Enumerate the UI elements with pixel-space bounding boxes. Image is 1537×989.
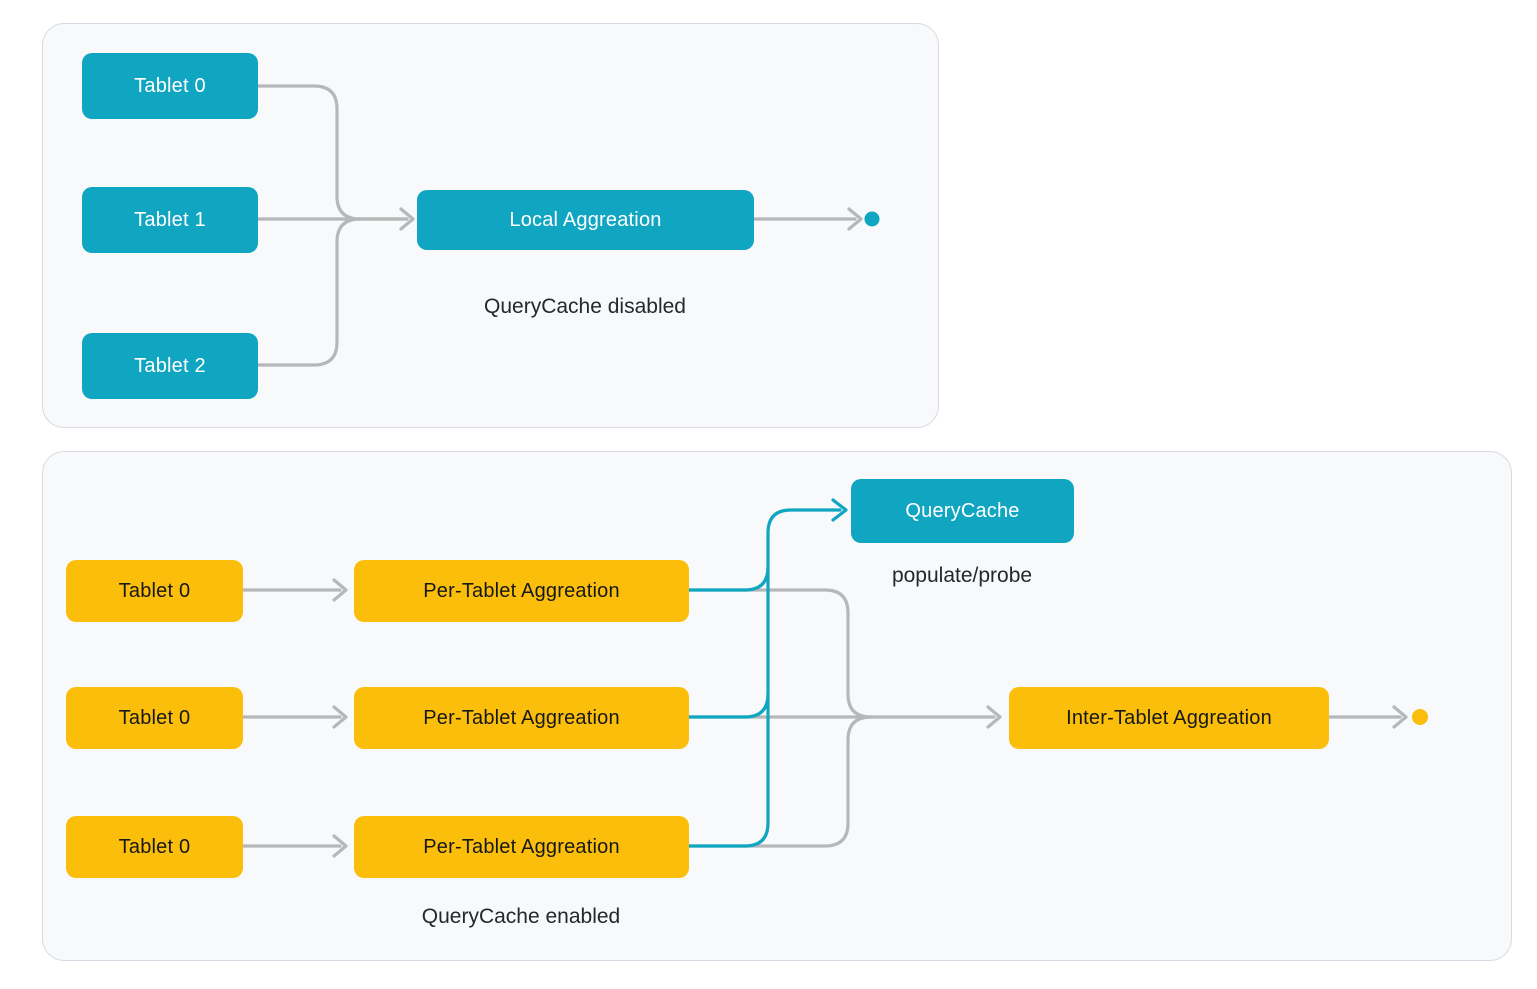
node-label: Tablet 0 bbox=[134, 74, 206, 97]
node-tablet-0-c: Tablet 0 bbox=[66, 816, 243, 878]
node-label: Per-Tablet Aggreation bbox=[423, 579, 620, 602]
node-per-tablet-aggregation-c: Per-Tablet Aggreation bbox=[354, 816, 689, 878]
node-label: Local Aggreation bbox=[509, 208, 662, 231]
node-label: Tablet 1 bbox=[134, 208, 206, 231]
node-per-tablet-aggregation-b: Per-Tablet Aggreation bbox=[354, 687, 689, 749]
node-tablet-0-b: Tablet 0 bbox=[66, 687, 243, 749]
node-tablet-0: Tablet 0 bbox=[82, 53, 258, 119]
node-inter-tablet-aggregation: Inter-Tablet Aggreation bbox=[1009, 687, 1329, 749]
node-tablet-2: Tablet 2 bbox=[82, 333, 258, 399]
node-label: Tablet 0 bbox=[118, 579, 191, 602]
node-querycache: QueryCache bbox=[851, 479, 1074, 543]
node-label: Tablet 0 bbox=[118, 835, 191, 858]
node-label: QueryCache bbox=[905, 499, 1020, 522]
panel-querycache-disabled: Tablet 0 Tablet 1 Tablet 2 Local Aggreat… bbox=[42, 23, 939, 428]
node-label: Tablet 0 bbox=[118, 706, 191, 729]
caption-querycache-disabled: QueryCache disabled bbox=[484, 295, 686, 318]
node-tablet-0-a: Tablet 0 bbox=[66, 560, 243, 622]
node-local-aggregation: Local Aggreation bbox=[417, 190, 754, 250]
node-tablet-1: Tablet 1 bbox=[82, 187, 258, 253]
node-label: Per-Tablet Aggreation bbox=[423, 835, 620, 858]
node-label: Per-Tablet Aggreation bbox=[423, 706, 620, 729]
node-label: Tablet 2 bbox=[134, 354, 206, 377]
panel-querycache-enabled: Tablet 0 Tablet 0 Tablet 0 Per-Tablet Ag… bbox=[42, 451, 1512, 961]
node-per-tablet-aggregation-a: Per-Tablet Aggreation bbox=[354, 560, 689, 622]
annotation-populate-probe: populate/probe bbox=[891, 564, 1033, 587]
caption-querycache-enabled: QueryCache enabled bbox=[421, 905, 621, 928]
node-label: Inter-Tablet Aggreation bbox=[1066, 706, 1272, 729]
